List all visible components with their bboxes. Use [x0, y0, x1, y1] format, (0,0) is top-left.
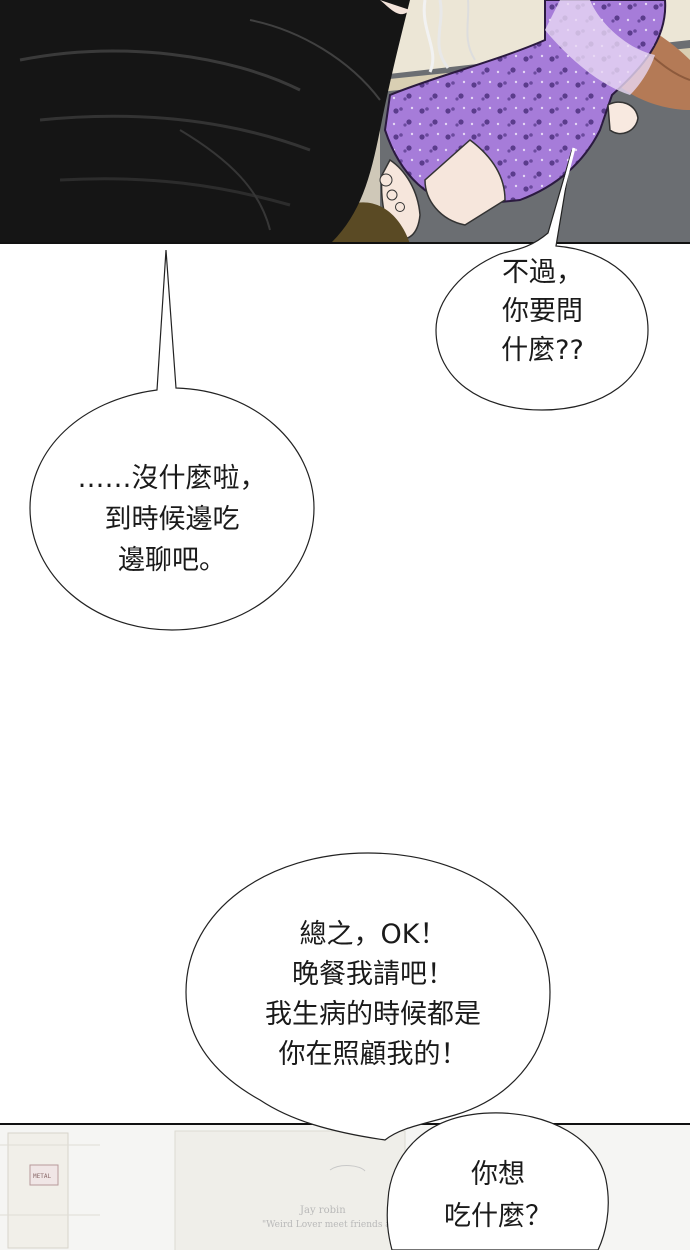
scene-illustration	[0, 0, 690, 242]
hand	[607, 101, 639, 135]
signage-line-1: Jay robin	[300, 1205, 346, 1216]
background-scene	[0, 1125, 690, 1250]
speech-bubble-3	[185, 852, 551, 1141]
bubble-2-line-3: 邊聊吧。	[118, 545, 226, 576]
bubble-3-line-1: 總之，OK！	[299, 919, 447, 950]
metal-sign	[29, 1164, 59, 1186]
bubble-2-line-1: ……沒什麼啦，	[77, 463, 267, 494]
black-jacket	[0, 0, 410, 242]
bubble-3-line-3: 我生病的時候都是	[265, 999, 481, 1030]
metal-sign-text: METAL	[33, 1173, 52, 1180]
signage-line-2: "Weird Lover meet friends at"	[262, 1220, 399, 1230]
bubble-2-line-2: 到時候邊吃	[104, 504, 240, 535]
bubble-3-line-2: 晚餐我請吧！	[292, 959, 454, 990]
bubble-1-line-1: 不過，	[502, 257, 583, 288]
bubble-1-line-3: 什麼??	[501, 335, 584, 366]
speech-bubble-2	[29, 249, 315, 631]
bubble-1-line-2: 你要問	[502, 296, 583, 327]
top-illustration-panel	[0, 0, 690, 244]
bubble-1-text: 不過， 你要問 什麼??	[460, 253, 625, 370]
bottom-illustration-panel: METAL Jay robin "Weird Lover meet friend…	[0, 1123, 690, 1250]
bubble-2-text: ……沒什麼啦， 到時候邊吃 邊聊吧。	[42, 458, 302, 581]
bubble-3-text: 總之，OK！ 晚餐我請吧！ 我生病的時候都是 你在照顧我的！	[213, 915, 533, 1075]
bubble-3-line-4: 你在照顧我的！	[278, 1039, 468, 1070]
